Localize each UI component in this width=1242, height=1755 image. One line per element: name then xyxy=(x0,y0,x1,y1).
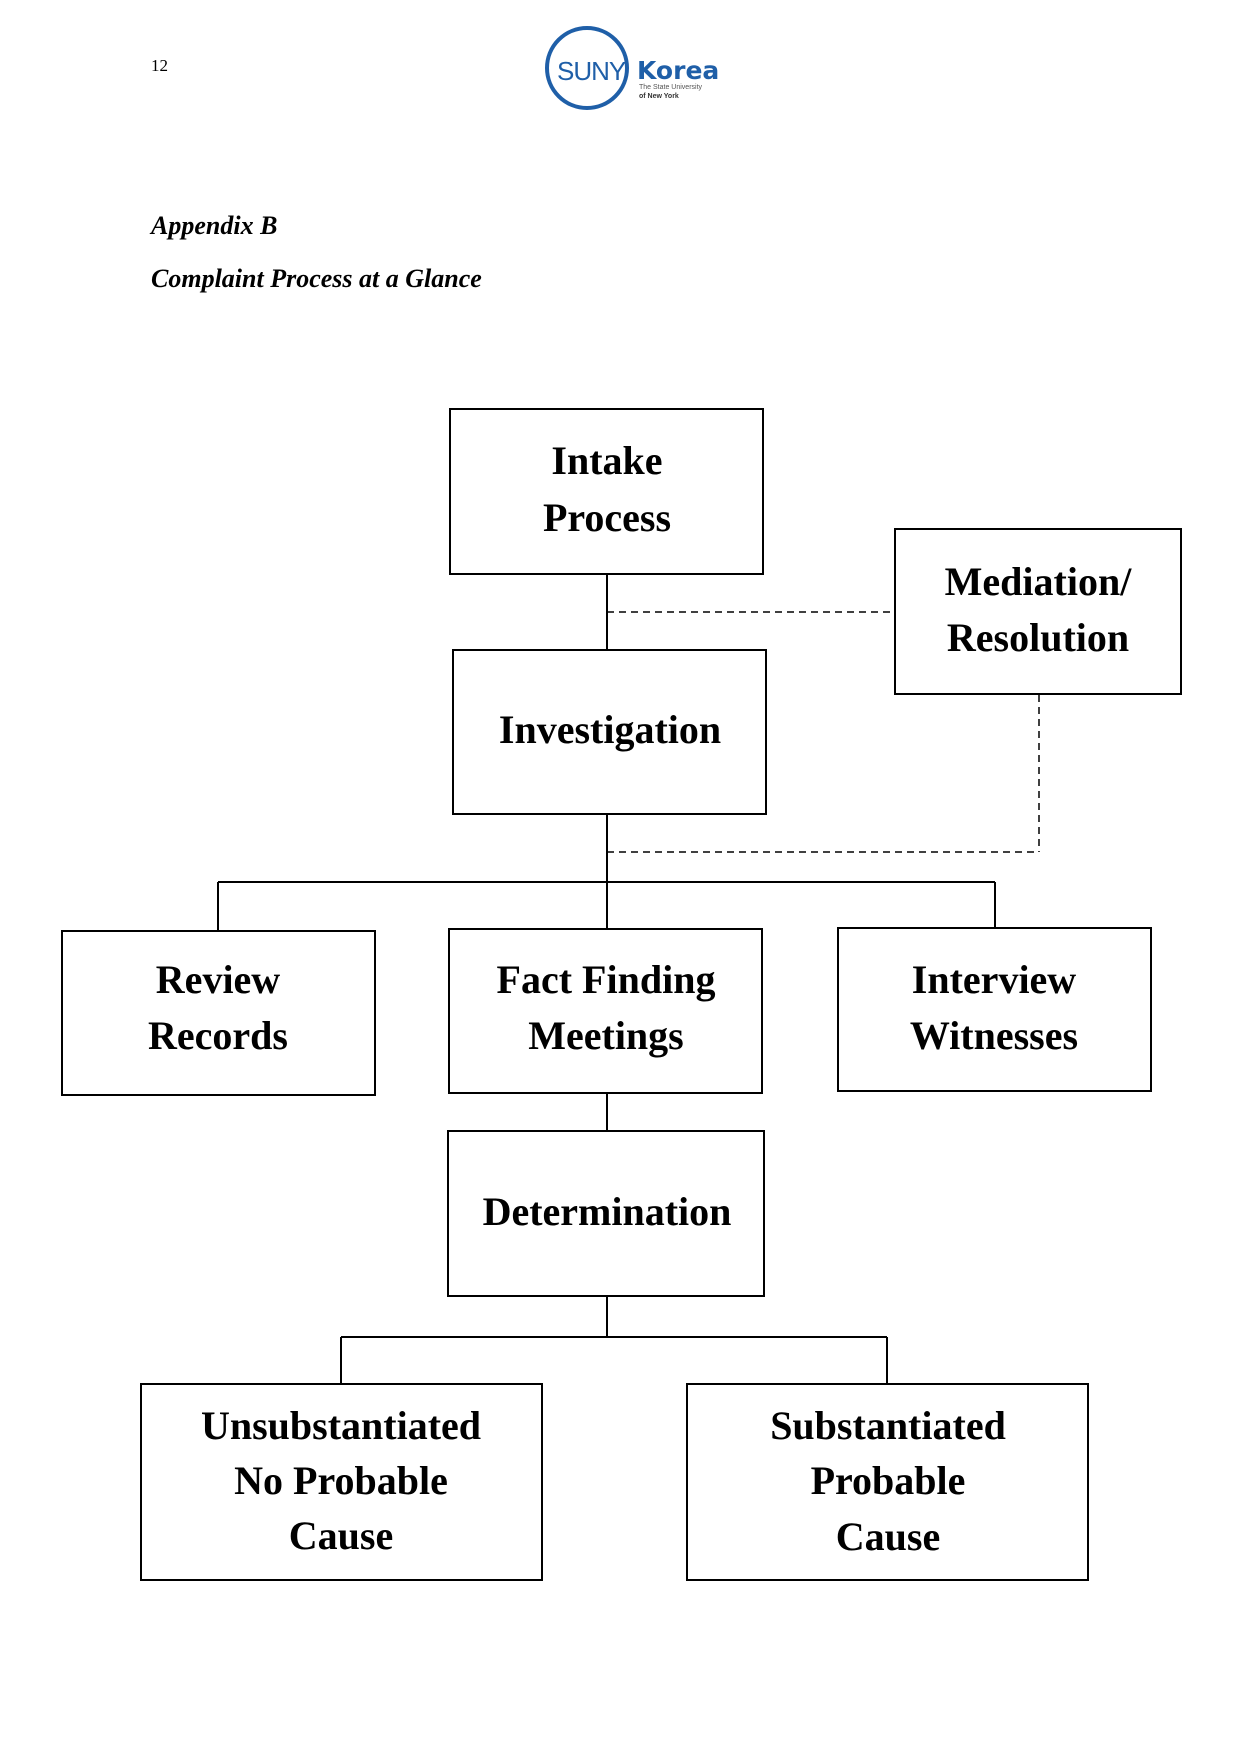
node-unsubstantiated xyxy=(140,1383,543,1581)
node-fact-finding-meetings xyxy=(448,928,763,1094)
node-mediation-resolution xyxy=(894,528,1182,695)
suny-korea-logo: SUNY Korea The State University of New Y… xyxy=(545,26,719,118)
intake-label-line1: Intake xyxy=(551,438,662,483)
appendix-heading: Appendix B xyxy=(151,211,278,240)
node-substantiated xyxy=(686,1383,1089,1581)
review-label-line2: Records xyxy=(148,1013,288,1058)
sub-label-line1: Substantiated xyxy=(770,1403,1006,1448)
fact-label-line2: Meetings xyxy=(528,1013,684,1058)
mediation-label-line2: Resolution xyxy=(947,615,1129,660)
logo-suny-text: SUNY xyxy=(557,56,626,86)
logo-ring xyxy=(545,26,629,110)
node-review-records xyxy=(61,930,376,1096)
logo-korea-text: Korea xyxy=(637,56,720,85)
sub-label-line3: Cause xyxy=(836,1514,940,1559)
page-number: 12 xyxy=(151,56,168,75)
fact-label-line1: Fact Finding xyxy=(497,957,716,1002)
unsub-label-line2: No Probable xyxy=(234,1458,448,1503)
intake-label-line2: Process xyxy=(543,495,671,540)
unsub-label-line1: Unsubstantiated xyxy=(201,1403,481,1448)
logo-subtitle-line2: of New York xyxy=(639,93,679,100)
unsub-label-line3: Cause xyxy=(289,1513,393,1558)
mediation-label-line1: Mediation/ xyxy=(945,559,1133,604)
node-investigation xyxy=(452,649,767,815)
node-intake-process xyxy=(449,408,764,575)
investigation-label: Investigation xyxy=(499,707,721,752)
determination-label: Determination xyxy=(483,1189,732,1234)
node-interview-witnesses xyxy=(837,927,1152,1092)
diagram-title: Complaint Process at a Glance xyxy=(151,264,482,293)
node-determination xyxy=(447,1130,765,1297)
review-label-line1: Review xyxy=(156,957,281,1002)
interview-label-line2: Witnesses xyxy=(910,1013,1078,1058)
sub-label-line2: Probable xyxy=(811,1458,966,1503)
logo-subtitle-line1: The State University xyxy=(639,84,703,91)
interview-label-line1: Interview xyxy=(912,957,1077,1002)
